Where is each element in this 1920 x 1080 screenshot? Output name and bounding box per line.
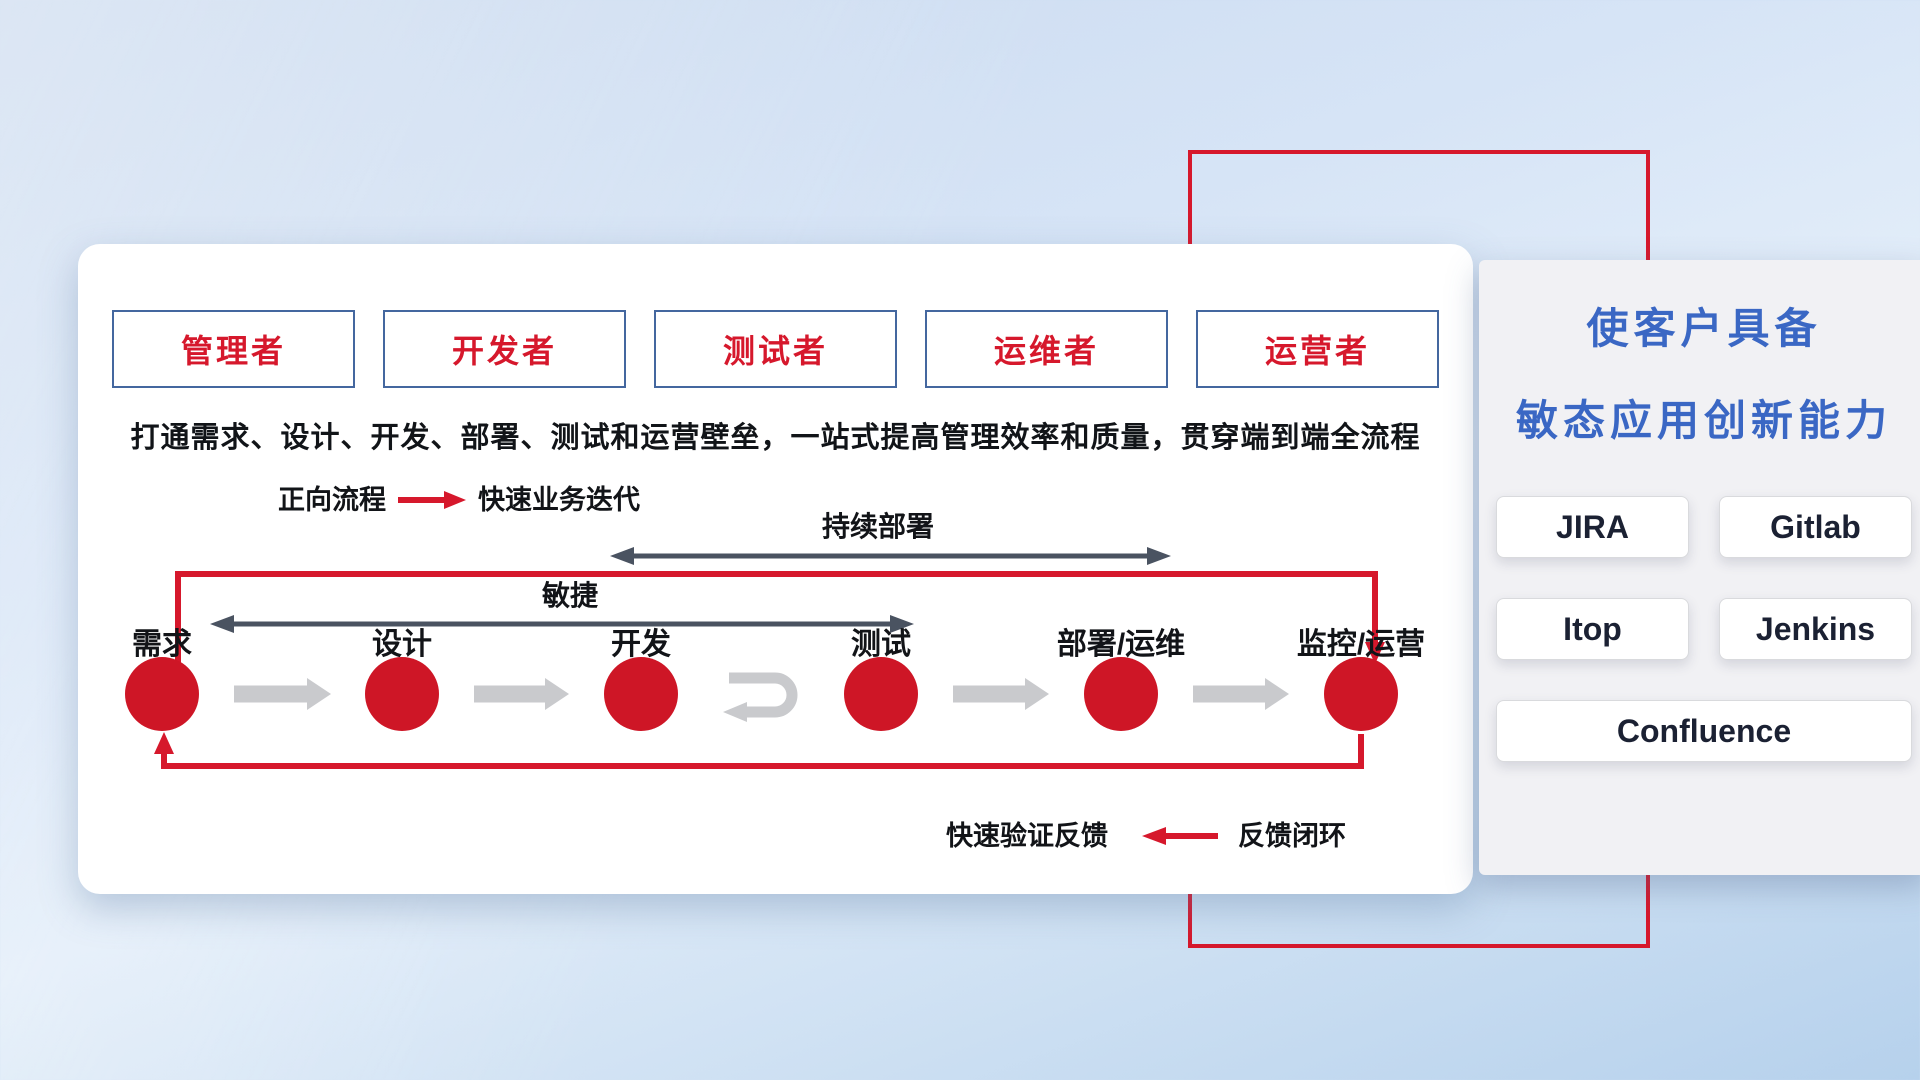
node-circle-deploy-ops <box>1084 657 1158 731</box>
feedback-loop-line <box>161 734 1364 769</box>
role-label-developer: 开发者 <box>451 333 557 369</box>
step-arrow-1-icon <box>234 678 331 710</box>
tool-chip-itop: Itop <box>1496 598 1689 660</box>
role-label-operator: 运维者 <box>993 333 1099 369</box>
continuous-deploy-label: 持续部署 <box>822 511 934 542</box>
node-label-design: 设计 <box>372 628 432 661</box>
tool-chip-jira: JIRA <box>1496 496 1689 558</box>
feedback-loop-arrowhead-icon <box>154 732 174 754</box>
step-arrow-4-icon <box>1193 678 1289 710</box>
continuous-deploy-arrowhead-right-icon <box>1147 547 1171 565</box>
forward-legend-value: 快速业务迭代 <box>478 485 640 515</box>
feedback-legend-arrowhead-icon <box>1142 827 1166 845</box>
role-label-business-operator: 运营者 <box>1264 333 1370 369</box>
feedback-legend-value: 反馈闭环 <box>1238 821 1346 851</box>
tool-grid: JIRA Gitlab Itop Jenkins Confluence <box>1496 496 1912 762</box>
forward-legend-label: 正向流程 <box>278 484 386 515</box>
tool-chip-jenkins: Jenkins <box>1719 598 1912 660</box>
iterate-loop-icon <box>723 672 798 722</box>
node-label-requirement: 需求 <box>132 628 192 661</box>
agile-label: 敏捷 <box>541 580 598 611</box>
node-label-develop: 开发 <box>611 628 671 661</box>
step-arrow-2-icon <box>474 678 569 710</box>
role-box-operator: 运维者 <box>925 310 1168 388</box>
forward-loop-line <box>175 571 1378 666</box>
devops-flow-panel: 管理者 开发者 测试者 运维者 运营者 打通需求、设计、开发、部署、测试和运营壁… <box>78 244 1473 894</box>
tool-chip-confluence: Confluence <box>1496 700 1912 762</box>
role-box-business-operator: 运营者 <box>1196 310 1439 388</box>
panel-subtitle: 打通需求、设计、开发、部署、测试和运营壁垒，一站式提高管理效率和质量，贯穿端到端… <box>130 422 1421 454</box>
capability-title-line2: 敏态应用创新能力 <box>1515 397 1892 444</box>
node-circle-requirement <box>125 657 199 731</box>
capability-title-line1: 使客户具备 <box>1586 305 1822 352</box>
role-box-tester: 测试者 <box>654 310 897 388</box>
forward-legend-arrowhead-icon <box>444 491 466 509</box>
feedback-legend-label: 快速验证反馈 <box>946 820 1108 851</box>
capability-panel: 使客户具备 敏态应用创新能力 JIRA Gitlab Itop Jenkins … <box>1479 260 1920 875</box>
node-label-monitor-ops: 监控/运营 <box>1297 628 1425 661</box>
role-box-manager: 管理者 <box>112 310 355 388</box>
node-circle-develop <box>604 657 678 731</box>
agile-arrowhead-right-icon <box>890 615 914 633</box>
roles-row: 管理者 开发者 测试者 运维者 运营者 <box>112 310 1439 388</box>
node-label-deploy-ops: 部署/运维 <box>1057 627 1185 661</box>
node-circle-test <box>844 657 918 731</box>
role-label-tester: 测试者 <box>722 333 828 369</box>
flow-diagram: 正向流程 快速业务迭代 持续部署 敏捷 需求 设计 开发 测试 部署/运维 监控… <box>125 484 1425 851</box>
node-circle-monitor-ops <box>1324 657 1398 731</box>
agile-arrowhead-left-icon <box>210 615 234 633</box>
node-circle-design <box>365 657 439 731</box>
capability-title: 使客户具备 敏态应用创新能力 <box>1479 294 1920 456</box>
continuous-deploy-arrowhead-left-icon <box>610 547 634 565</box>
role-box-developer: 开发者 <box>383 310 626 388</box>
step-arrow-3-icon <box>953 678 1049 710</box>
role-label-manager: 管理者 <box>180 333 286 369</box>
forward-loop-arrowhead-icon <box>1365 642 1385 664</box>
node-label-test: 测试 <box>851 628 911 661</box>
tool-chip-gitlab: Gitlab <box>1719 496 1912 558</box>
